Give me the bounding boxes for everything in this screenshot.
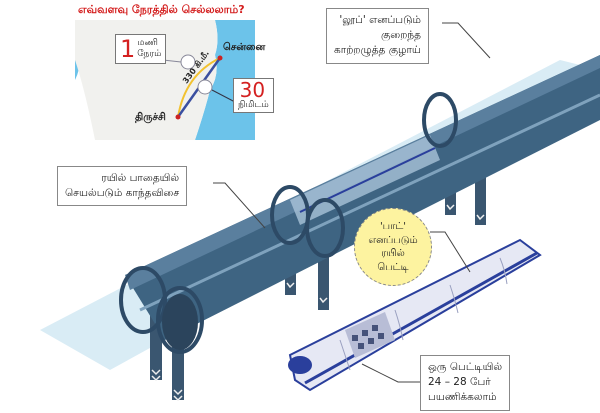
- tube-rings: [119, 92, 458, 354]
- pod-label-line: பெட்டி: [377, 261, 409, 273]
- loop-label-line: காற்றழுத்த குழாய்: [334, 44, 421, 57]
- train-time-unit-1: மணி: [137, 38, 158, 49]
- train-route: [177, 57, 221, 118]
- tube-window: [290, 135, 440, 225]
- pod-label-line: எனப்படும்: [368, 234, 418, 246]
- capacity-label: ஒரு பெட்டியில் 24 – 28 பேர் பயணிக்கலாம்: [420, 355, 511, 411]
- city-chennai: சென்னை: [223, 42, 266, 53]
- pod-label-line: 'பாட்': [379, 221, 407, 232]
- loop-tube-label: 'லூப்' எனப்படும் குறைந்த காற்றழுத்த குழா…: [326, 8, 429, 64]
- loop-label-line: 'லூப்' எனப்படும்: [339, 14, 421, 26]
- pod-label-line: ரயில்: [381, 248, 405, 259]
- leg-chevrons: [151, 204, 485, 402]
- pod-vehicle: [288, 238, 542, 392]
- magnet-label: ரயில் பாதையில் செயல்படும் காந்தவிசை: [57, 166, 188, 207]
- magnet-label-line: செயல்படும் காந்தவிசை: [65, 187, 180, 200]
- hyperloop-time-number: 30: [239, 78, 266, 102]
- capacity-label-line: 24 – 28 பேர்: [428, 376, 491, 389]
- capacity-label-line: பயணிக்கலாம்: [428, 391, 497, 404]
- train-time-number: 1: [120, 35, 136, 63]
- loop-label-line: குறைந்த: [381, 29, 421, 42]
- magnet-label-line: ரயில் பாதையில்: [101, 172, 180, 184]
- leader-lines: [213, 22, 491, 383]
- hyperloop-time-box: 30 நிமிடம்: [233, 78, 274, 113]
- vacuum-tube: [125, 55, 600, 340]
- capacity-label-line: ஒரு பெட்டியில்: [428, 361, 503, 373]
- city-trichy: திருச்சி: [135, 112, 166, 123]
- train-time-unit-2: நேரம்: [137, 49, 162, 59]
- map-panel: சென்னை திருச்சி 330 கி.மீ. 1 மணிநேரம் 30…: [75, 20, 274, 140]
- travel-time-title: எவ்வளவு நேரத்தில் செல்லலாம்?: [78, 3, 245, 16]
- hyperloop-time-unit: நிமிடம்: [238, 100, 269, 110]
- pod-label: 'பாட்' எனப்படும் ரயில் பெட்டி: [354, 208, 432, 286]
- train-time-box: 1 மணிநேரம்: [115, 34, 167, 64]
